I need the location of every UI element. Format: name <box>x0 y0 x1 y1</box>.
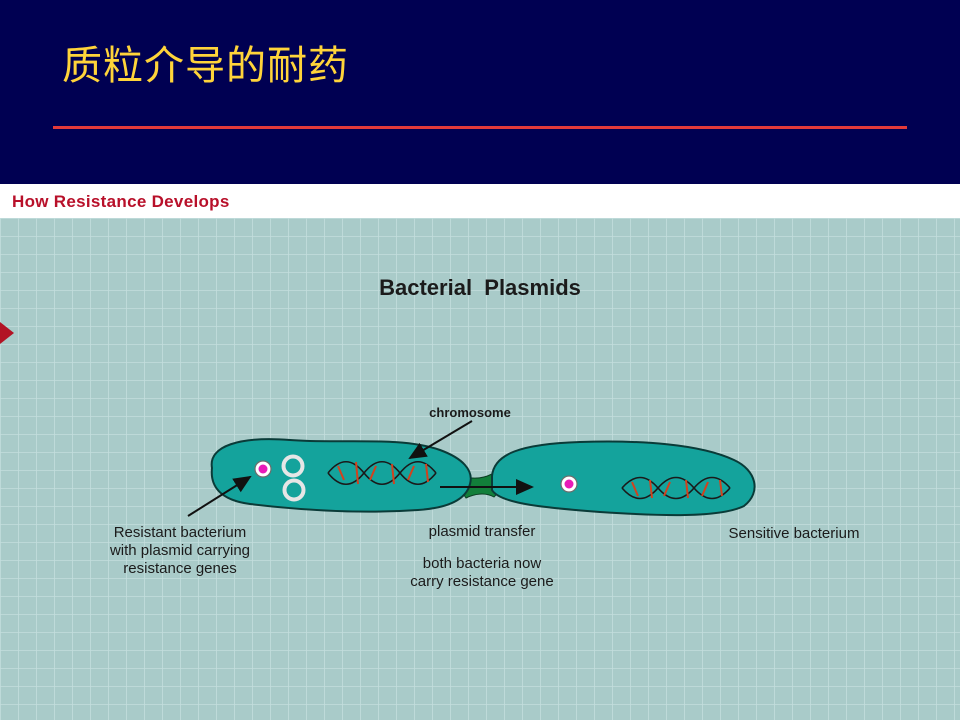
plasmid-diagram: Bacterial Plasmids <box>0 218 960 720</box>
resistant-label-line3: resistance genes <box>123 560 236 577</box>
resistant-label-line1: Resistant bacterium <box>114 524 247 541</box>
both-label-line2: carry resistance gene <box>410 573 553 590</box>
plasmid-ring-icon <box>281 454 305 478</box>
chromosome-arrow <box>408 420 473 460</box>
plasmid-ring-icon <box>282 478 306 502</box>
resistant-pointer-arrow <box>187 475 252 517</box>
plasmid-core-icon <box>564 479 574 489</box>
resistant-label-line2: with plasmid carrying <box>109 542 250 559</box>
chromosome-left <box>327 460 437 486</box>
panel-header: How Resistance Develops <box>0 184 960 219</box>
chromosome-right <box>621 476 731 500</box>
slide-header: 质粒介导的耐药 <box>0 0 960 184</box>
transfer-label: plasmid transfer <box>429 523 536 540</box>
panel-title: How Resistance Develops <box>12 192 230 211</box>
diagram-canvas: Bacterial Plasmids <box>0 218 960 720</box>
diagram-heading: Bacterial Plasmids <box>379 275 581 300</box>
plasmid-core-icon <box>258 464 268 474</box>
side-arrow-icon <box>0 322 14 344</box>
chromosome-label: chromosome <box>429 405 511 420</box>
grid-background <box>0 218 960 720</box>
both-label-line1: both bacteria now <box>423 555 542 572</box>
title-divider <box>53 126 907 129</box>
sensitive-label: Sensitive bacterium <box>729 525 860 542</box>
slide-title: 质粒介导的耐药 <box>62 43 349 89</box>
